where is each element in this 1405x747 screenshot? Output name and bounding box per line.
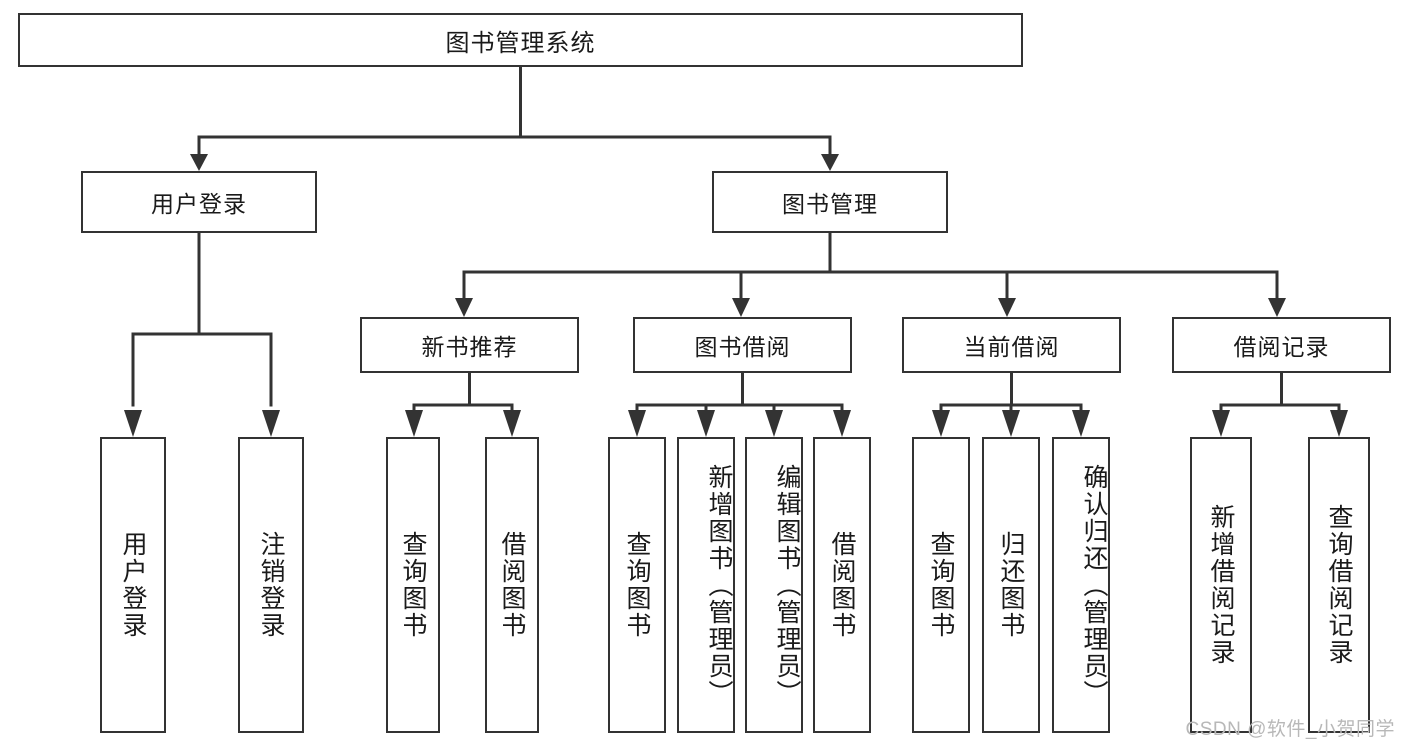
node-leaf-query-record-label: 查询借阅记录 — [1325, 504, 1353, 666]
node-leaf-edit-book[interactable]: 编辑图书（管理员） — [745, 437, 803, 733]
node-book-borrow[interactable]: 图书借阅 — [633, 317, 852, 373]
node-leaf-add-book-label: 新增图书（管理员） — [705, 463, 733, 707]
node-root[interactable]: 图书管理系统 — [18, 13, 1023, 67]
arrow-leaf-query-book-1 — [405, 410, 423, 437]
node-borrow-record-label: 借阅记录 — [1233, 334, 1330, 360]
arrow-recommend — [455, 298, 473, 317]
node-leaf-add-record[interactable]: 新增借阅记录 — [1190, 437, 1252, 733]
node-book-borrow-label: 图书借阅 — [694, 334, 791, 360]
arrow-leaf-borrow-book-1 — [503, 410, 521, 437]
node-leaf-query-book-1[interactable]: 查询图书 — [386, 437, 440, 733]
node-leaf-confirm-return-label: 确认归还（管理员） — [1080, 463, 1108, 707]
arrow-leaf-borrow-book-2 — [833, 410, 851, 437]
node-leaf-query-book-1-label: 查询图书 — [399, 531, 427, 639]
node-leaf-query-book-2-label: 查询图书 — [623, 531, 651, 639]
arrow-current — [998, 298, 1016, 317]
node-leaf-add-book[interactable]: 新增图书（管理员） — [677, 437, 735, 733]
node-leaf-add-record-label: 新增借阅记录 — [1207, 504, 1235, 666]
node-current-borrow[interactable]: 当前借阅 — [902, 317, 1121, 373]
arrow-leaf-add-record — [1212, 410, 1230, 437]
node-leaf-user-login[interactable]: 用户登录 — [100, 437, 166, 733]
node-new-book-recommend[interactable]: 新书推荐 — [360, 317, 579, 373]
arrow-leaf-confirm-return — [1072, 410, 1090, 437]
arrow-user-login — [190, 154, 208, 171]
watermark-text: CSDN @软件_小贺同学 — [1185, 719, 1395, 740]
arrow-leaf-query-record — [1330, 410, 1348, 437]
node-user-login[interactable]: 用户登录 — [81, 171, 317, 233]
node-leaf-logout-label: 注销登录 — [257, 531, 285, 639]
node-leaf-query-record[interactable]: 查询借阅记录 — [1308, 437, 1370, 733]
node-borrow-record[interactable]: 借阅记录 — [1172, 317, 1391, 373]
node-leaf-query-book-2[interactable]: 查询图书 — [608, 437, 666, 733]
arrow-book-manage — [821, 154, 839, 171]
node-book-manage-label: 图书管理 — [782, 191, 878, 217]
arrow-borrow — [732, 298, 750, 317]
node-leaf-user-login-label: 用户登录 — [119, 531, 147, 639]
arrow-leaf-query-book-3 — [932, 410, 950, 437]
node-book-manage[interactable]: 图书管理 — [712, 171, 948, 233]
node-leaf-edit-book-label: 编辑图书（管理员） — [773, 463, 801, 707]
node-leaf-borrow-book-1[interactable]: 借阅图书 — [485, 437, 539, 733]
node-leaf-query-book-3-label: 查询图书 — [927, 531, 955, 639]
arrow-leaf-query-book-2 — [628, 410, 646, 437]
node-leaf-logout[interactable]: 注销登录 — [238, 437, 304, 733]
node-leaf-query-book-3[interactable]: 查询图书 — [912, 437, 970, 733]
arrow-record — [1268, 298, 1286, 317]
node-user-login-label: 用户登录 — [151, 191, 247, 217]
node-root-label: 图书管理系统 — [445, 29, 596, 57]
arrow-leaf-return-book — [1002, 410, 1020, 437]
node-leaf-borrow-book-2[interactable]: 借阅图书 — [813, 437, 871, 733]
node-current-borrow-label: 当前借阅 — [963, 334, 1060, 360]
arrow-leaf-user-login — [124, 410, 142, 437]
node-leaf-borrow-book-1-label: 借阅图书 — [498, 531, 526, 639]
arrow-leaf-logout — [262, 410, 280, 437]
node-leaf-return-book[interactable]: 归还图书 — [982, 437, 1040, 733]
node-new-book-recommend-label: 新书推荐 — [421, 334, 518, 360]
arrow-leaf-add-book — [697, 410, 715, 437]
node-leaf-return-book-label: 归还图书 — [997, 531, 1025, 639]
arrow-leaf-edit-book — [765, 410, 783, 437]
node-leaf-borrow-book-2-label: 借阅图书 — [828, 531, 856, 639]
node-leaf-confirm-return[interactable]: 确认归还（管理员） — [1052, 437, 1110, 733]
